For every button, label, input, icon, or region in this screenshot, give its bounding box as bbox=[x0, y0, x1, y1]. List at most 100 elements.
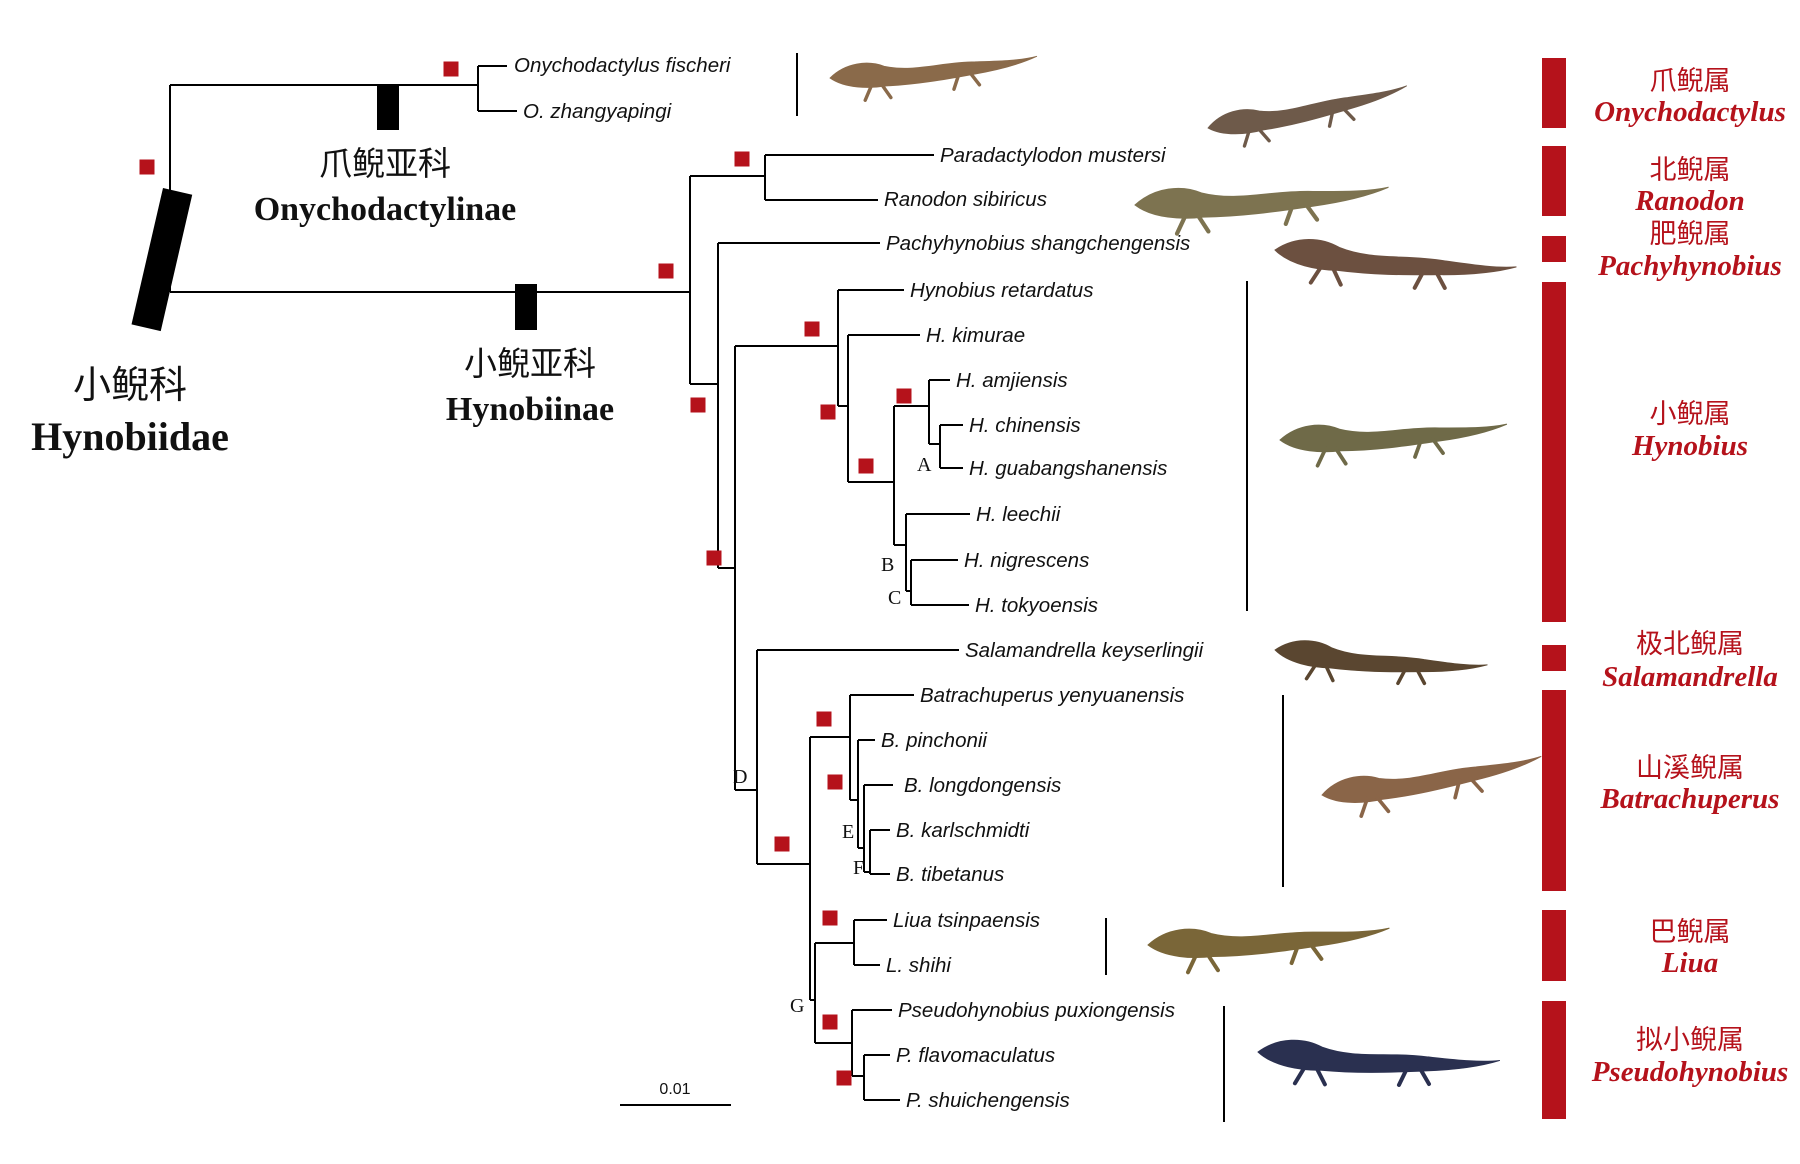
node-label-d: D bbox=[733, 766, 747, 788]
tip-label: Batrachuperus yenyuanensis bbox=[920, 684, 1184, 707]
genus-name-cn: 爪鲵属 bbox=[1650, 66, 1731, 97]
genus-name-latin: Salamandrella bbox=[1602, 661, 1778, 693]
tip-label: B. tibetanus bbox=[896, 863, 1004, 886]
support-marker bbox=[690, 397, 706, 413]
support-marker bbox=[658, 263, 674, 279]
tip-label: H. guabangshanensis bbox=[969, 457, 1167, 480]
node-label-b: B bbox=[881, 554, 894, 576]
tip-label: H. nigrescens bbox=[964, 549, 1089, 572]
support-marker bbox=[774, 836, 790, 852]
genus-bar-ranodon bbox=[1542, 146, 1566, 216]
genus-name-cn: 小鲵属 bbox=[1650, 399, 1731, 430]
taxon-bars bbox=[131, 84, 537, 332]
salamander-photo bbox=[1134, 174, 1391, 237]
clade-lines bbox=[796, 53, 1284, 1122]
salamander-photo bbox=[1277, 410, 1511, 471]
family-name-latin: Hynobiidae bbox=[31, 414, 229, 459]
support-markers bbox=[139, 61, 912, 1086]
salamander-photo bbox=[1318, 742, 1548, 825]
support-marker bbox=[139, 159, 155, 175]
support-marker bbox=[804, 321, 820, 337]
genus-bar-pachyhynobius bbox=[1542, 236, 1566, 262]
node-label-e: E bbox=[842, 821, 854, 843]
genus-name-cn: 拟小鲵属 bbox=[1636, 1025, 1744, 1056]
genus-name-latin: Batrachuperus bbox=[1600, 783, 1780, 815]
salamander-photo bbox=[1270, 234, 1520, 299]
tip-label: Onychodactylus fischeri bbox=[514, 54, 732, 77]
genus-bars bbox=[1542, 58, 1566, 1119]
genus-name-latin: Ranodon bbox=[1634, 185, 1745, 217]
subfamily-bar-hynobiinae bbox=[515, 284, 537, 330]
subfamily-bar-onychodactylinae bbox=[377, 84, 399, 130]
tip-label: H. kimurae bbox=[926, 324, 1025, 347]
tip-label: H. leechii bbox=[976, 503, 1062, 526]
genus-name-latin: Pseudohynobius bbox=[1591, 1056, 1789, 1088]
scale-bar-label: 0.01 bbox=[659, 1081, 690, 1098]
genus-bar-onychodactylus bbox=[1542, 58, 1566, 128]
subfamily-name-latin: Hynobiinae bbox=[446, 391, 614, 428]
tip-label: L. shihi bbox=[886, 954, 952, 977]
genus-name-latin: Onychodactylus bbox=[1594, 96, 1786, 128]
salamander-photo bbox=[827, 43, 1042, 106]
tip-label: H. chinensis bbox=[969, 414, 1081, 437]
tip-label: H. tokyoensis bbox=[975, 594, 1098, 617]
genus-bar-liua bbox=[1542, 910, 1566, 981]
salamander-photo bbox=[1145, 913, 1394, 977]
family-name-cn: 小鲵科 bbox=[73, 363, 187, 407]
support-marker bbox=[443, 61, 459, 77]
tip-label: Hynobius retardatus bbox=[910, 279, 1093, 302]
support-marker bbox=[836, 1070, 852, 1086]
node-label-a: A bbox=[917, 454, 932, 476]
genus-bar-batrachuperus bbox=[1542, 690, 1566, 891]
genus-labels: 爪鲵属 Onychodactylus 北鲵属 Ranodon 肥鲵属 Pachy… bbox=[1591, 66, 1789, 1088]
scale-bar: 0.01 bbox=[620, 1081, 731, 1106]
genus-bar-pseudohynobius bbox=[1542, 1001, 1566, 1119]
family-labels: 爪鲵亚科 Onychodactylinae 小鲵亚科 Hynobiinae 小鲵… bbox=[31, 144, 614, 459]
tip-label: B. karlschmidti bbox=[896, 819, 1031, 842]
tip-labels: Onychodactylus fischeri O. zhangyapingi … bbox=[514, 54, 1205, 1112]
node-label-g: G bbox=[790, 995, 804, 1017]
tip-label: O. zhangyapingi bbox=[523, 100, 673, 123]
node-labels: A B C D E F G bbox=[733, 454, 932, 1017]
subfamily-name-latin: Onychodactylinae bbox=[254, 191, 517, 228]
genus-name-cn: 山溪鲵属 bbox=[1636, 753, 1744, 784]
salamander-photo bbox=[1204, 73, 1414, 155]
subfamily-name-cn: 小鲵亚科 bbox=[464, 344, 596, 383]
tip-label: P. shuichengensis bbox=[906, 1089, 1070, 1112]
genus-name-latin: Pachyhynobius bbox=[1597, 250, 1782, 282]
support-marker bbox=[858, 458, 874, 474]
salamander-photo bbox=[1257, 1039, 1500, 1090]
node-label-c: C bbox=[888, 587, 901, 609]
support-marker bbox=[820, 404, 836, 420]
support-marker bbox=[734, 151, 750, 167]
salamander-photo bbox=[1271, 636, 1491, 693]
support-marker bbox=[816, 711, 832, 727]
genus-name-cn: 巴鲵属 bbox=[1650, 917, 1731, 948]
tip-label: B. longdongensis bbox=[904, 774, 1061, 797]
tip-label: Liua tsinpaensis bbox=[893, 909, 1040, 932]
tip-label: B. pinchonii bbox=[881, 729, 988, 752]
genus-name-cn: 北鲵属 bbox=[1650, 155, 1731, 186]
genus-name-latin: Liua bbox=[1661, 947, 1718, 979]
support-marker bbox=[827, 774, 843, 790]
tip-label: Pseudohynobius puxiongensis bbox=[898, 999, 1175, 1022]
tip-label: Ranodon sibiricus bbox=[884, 188, 1047, 211]
tip-label: P. flavomaculatus bbox=[896, 1044, 1055, 1067]
subfamily-name-cn: 爪鲵亚科 bbox=[319, 144, 451, 183]
genus-bar-hynobius bbox=[1542, 282, 1566, 622]
support-marker bbox=[822, 1014, 838, 1030]
genus-name-latin: Hynobius bbox=[1631, 430, 1748, 462]
genus-name-cn: 肥鲵属 bbox=[1650, 219, 1731, 250]
tip-label: H. amjiensis bbox=[956, 369, 1068, 392]
tree-branches bbox=[169, 65, 970, 1101]
tip-label: Salamandrella keyserlingii bbox=[965, 639, 1205, 662]
support-marker bbox=[822, 910, 838, 926]
node-label-f: F bbox=[853, 857, 864, 879]
family-bar bbox=[131, 188, 193, 332]
tip-label: Pachyhynobius shangchengensis bbox=[886, 232, 1190, 255]
tip-label: Paradactylodon mustersi bbox=[940, 144, 1167, 167]
support-marker bbox=[706, 550, 722, 566]
genus-name-cn: 极北鲵属 bbox=[1636, 629, 1744, 660]
support-marker bbox=[896, 388, 912, 404]
